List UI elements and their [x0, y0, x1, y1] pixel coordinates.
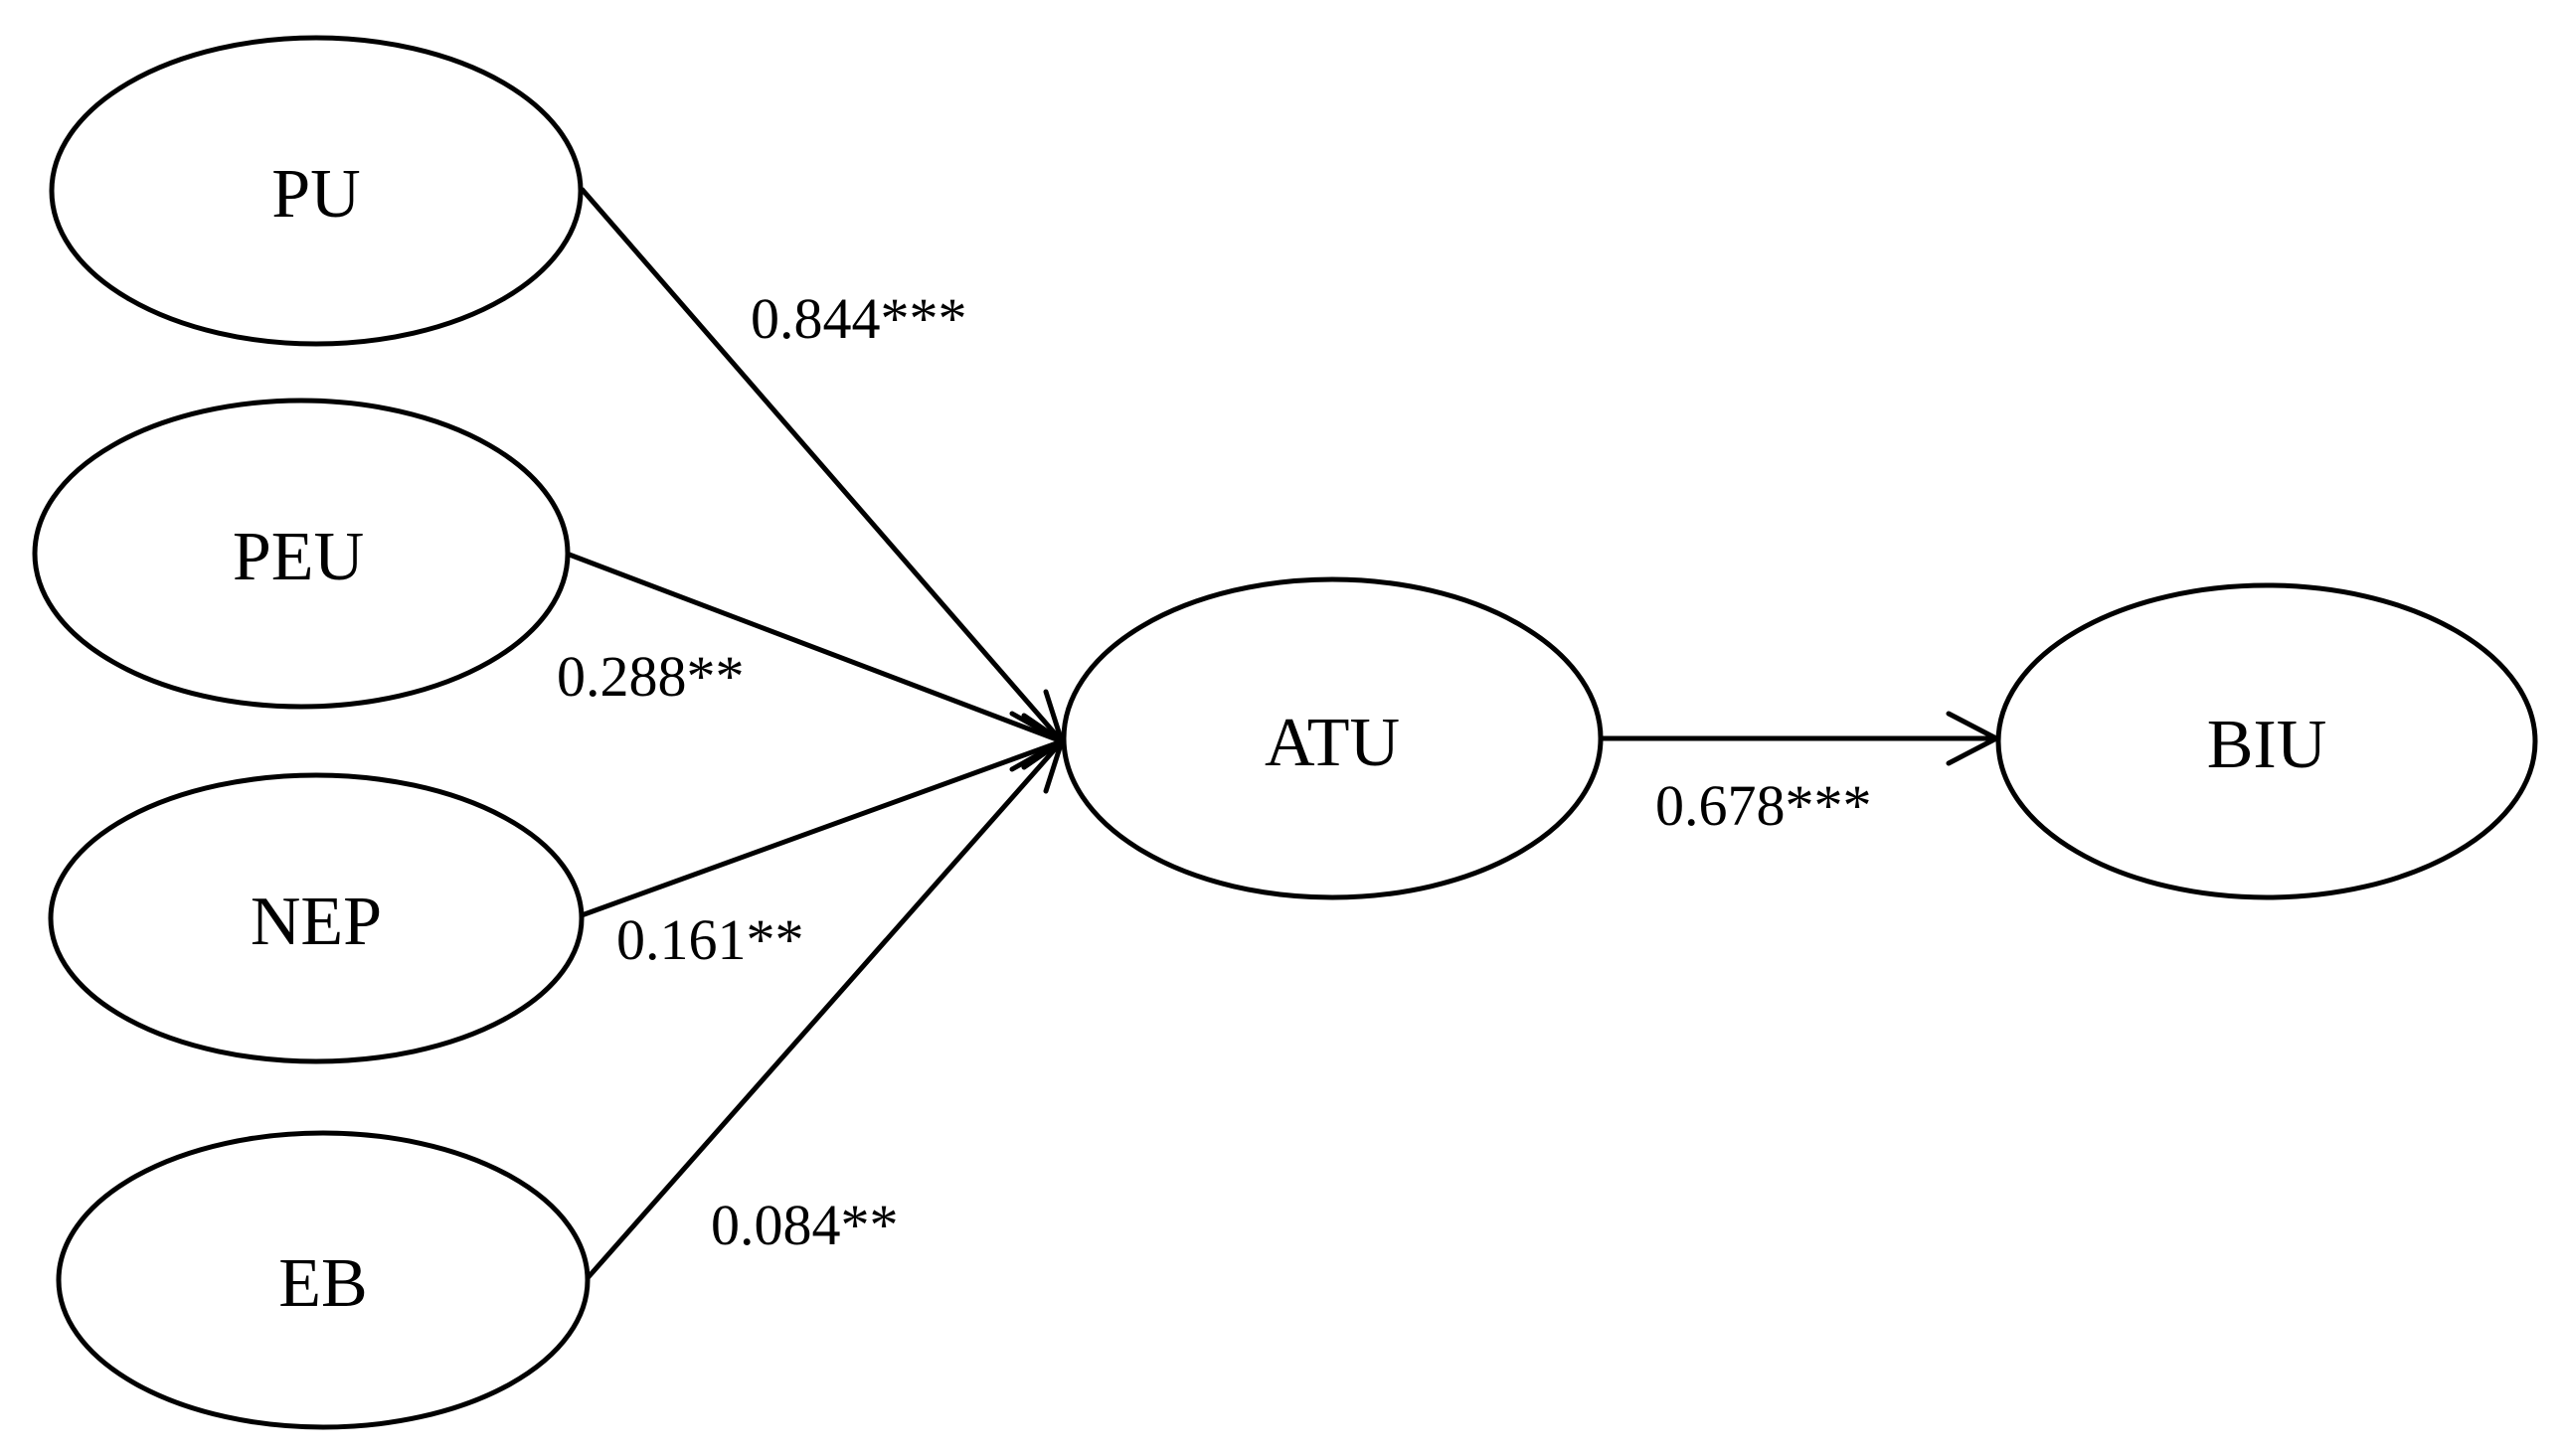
edge-labels: 0.844*** 0.288** 0.161** 0.084** 0.678**… — [557, 286, 1872, 1257]
node-eb-label: EB — [278, 1245, 367, 1322]
node-nep-ellipse — [48, 772, 585, 1064]
node-pu-ellipse — [49, 35, 584, 347]
node-eb: EB — [56, 1130, 591, 1430]
node-atu-label: ATU — [1265, 705, 1400, 781]
node-nep-label: NEP — [251, 884, 382, 960]
node-pu: PU — [49, 35, 584, 347]
edge-label-eb-atu: 0.084** — [711, 1193, 899, 1257]
edge-label-pu-atu: 0.844*** — [751, 286, 967, 351]
edge-label-peu-atu: 0.288** — [557, 644, 745, 709]
node-peu-label: PEU — [233, 519, 364, 595]
node-pu-label: PU — [271, 156, 360, 233]
edge-pu-atu — [580, 187, 1064, 743]
node-peu-ellipse — [32, 398, 571, 710]
node-atu-ellipse — [1061, 576, 1604, 900]
edge-nep-atu — [581, 738, 1063, 918]
node-biu: BIU — [1995, 582, 2538, 900]
nodes: PU PEU NEP EB ATU BIU — [32, 35, 2538, 1430]
node-biu-label: BIU — [2207, 707, 2327, 783]
edge-label-nep-atu: 0.161** — [616, 907, 804, 972]
node-eb-ellipse — [56, 1130, 591, 1430]
node-atu: ATU — [1061, 576, 1604, 900]
node-nep: NEP — [48, 772, 585, 1064]
edge-eb-atu — [585, 739, 1064, 1281]
edge-peu-atu — [566, 551, 1063, 744]
edges — [566, 187, 1996, 1281]
node-biu-ellipse — [1995, 582, 2538, 900]
edge-label-atu-biu: 0.678*** — [1655, 773, 1872, 838]
node-peu: PEU — [32, 398, 571, 710]
